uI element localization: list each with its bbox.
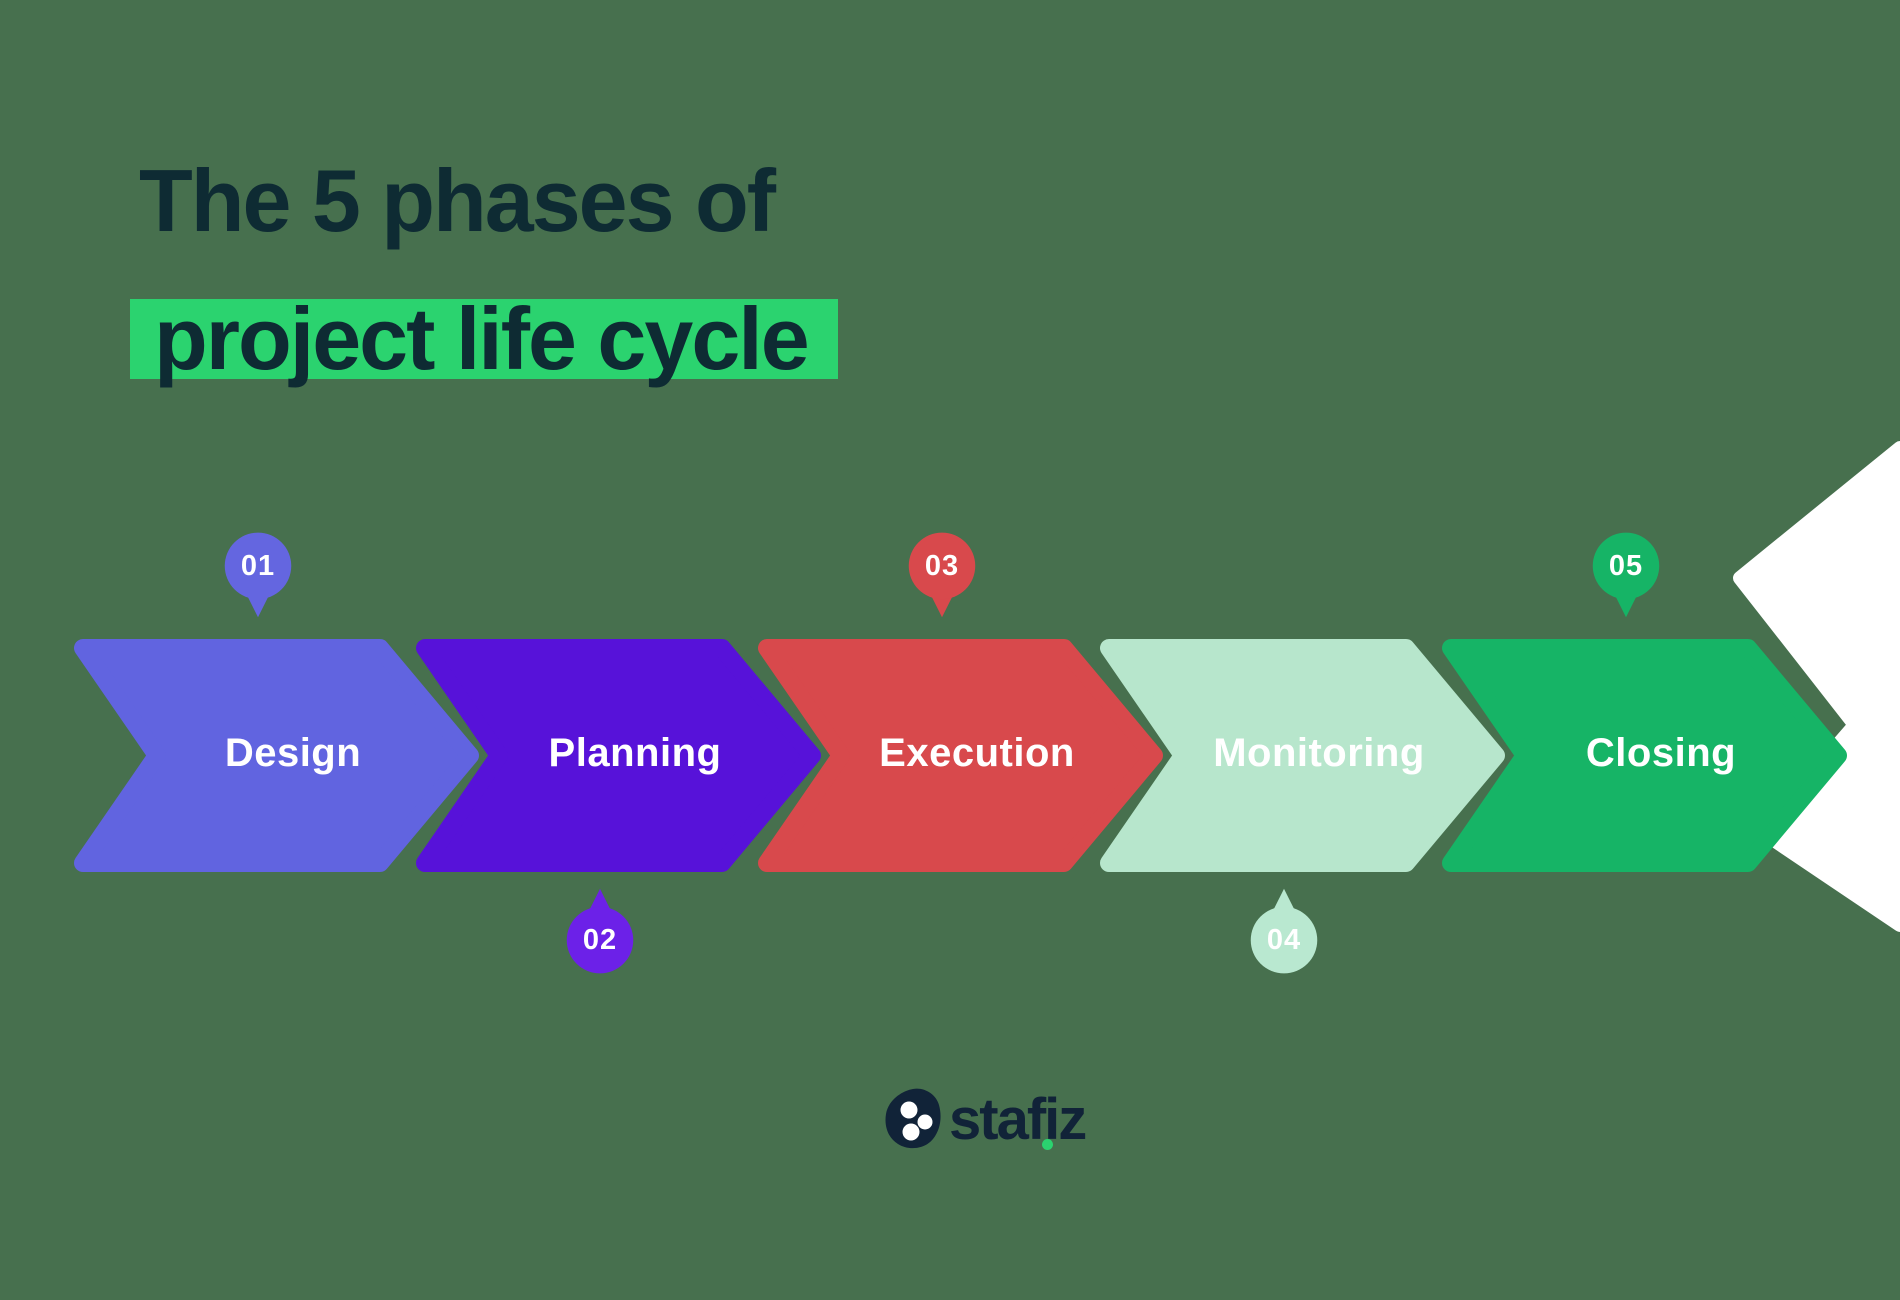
title-line-2-highlighted: project life cycle: [130, 289, 838, 388]
badge-03: 03: [904, 526, 980, 621]
badge-pin-down-icon: [908, 532, 976, 618]
badge-01: 01: [220, 526, 296, 621]
phase-arrow-closing: [1442, 639, 1847, 872]
badge-05: 05: [1588, 526, 1664, 621]
badge-pin-up-icon: [566, 888, 634, 974]
title-line-1: The 5 phases of: [139, 151, 776, 250]
phase-arrow-design: [74, 639, 479, 872]
badge-number: 03: [924, 550, 960, 582]
phase-label-execution: Execution: [879, 731, 1075, 775]
badge-pin-down-icon: [224, 532, 292, 618]
phase-arrow-execution: [758, 639, 1163, 872]
badge-pin-up-icon: [1250, 888, 1318, 974]
stafiz-logo-dot-icon: [1042, 1139, 1053, 1150]
phase-label-design: Design: [224, 731, 362, 775]
phase-label-monitoring: Monitoring: [1213, 731, 1425, 775]
phase-arrow-planning: [416, 639, 821, 872]
badge-02: 02: [562, 885, 638, 980]
badge-number: 01: [240, 550, 276, 582]
stafiz-logo: stafiz: [885, 1086, 1145, 1166]
badge-04: 04: [1246, 885, 1322, 980]
badge-number: 05: [1608, 550, 1644, 582]
phase-arrow-monitoring: [1100, 639, 1505, 872]
badge-number: 04: [1266, 924, 1302, 956]
stafiz-logo-text: stafiz: [949, 1087, 1087, 1152]
badge-pin-down-icon: [1592, 532, 1660, 618]
badge-number: 02: [582, 924, 618, 956]
phase-label-closing: Closing: [1585, 731, 1737, 775]
stafiz-logo-icon: [885, 1088, 941, 1149]
phase-label-planning: Planning: [548, 731, 722, 775]
